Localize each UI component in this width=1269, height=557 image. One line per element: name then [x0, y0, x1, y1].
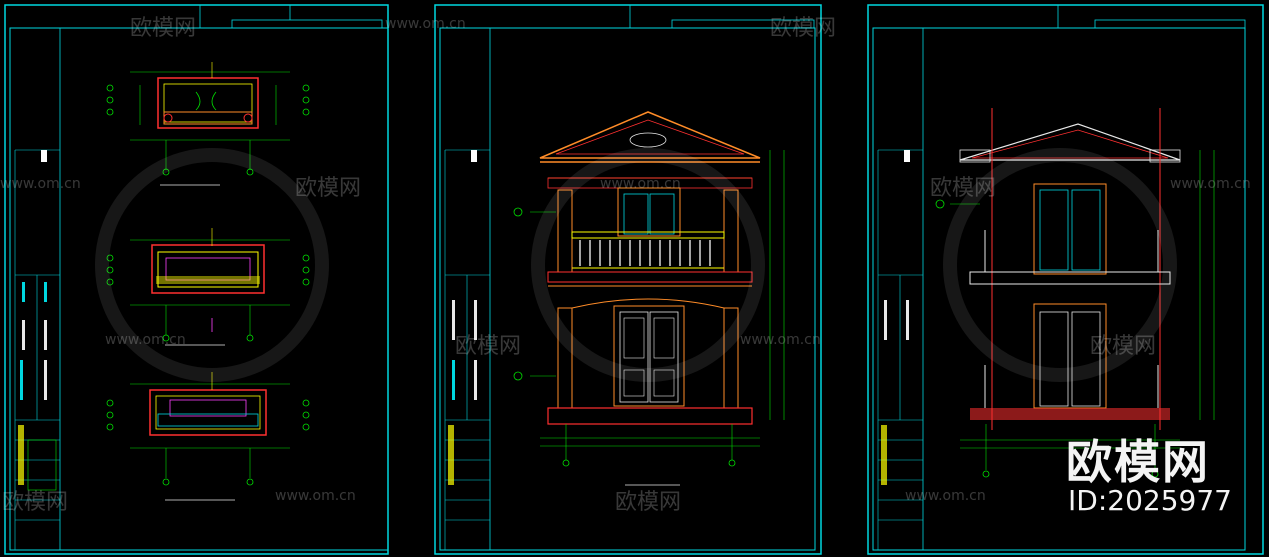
upper-window [617, 187, 681, 237]
watermark-url: www.om.cn [740, 332, 821, 348]
watermark-brand: 欧模网 [615, 490, 682, 515]
watermark-brand: 欧模网 [455, 334, 522, 359]
watermark-url: www.om.cn [905, 488, 986, 504]
section-sheet [867, 4, 1264, 555]
watermark-url: www.om.cn [105, 332, 186, 348]
watermark-id: ID:2025977 [1068, 484, 1232, 517]
watermark-url: www.om.cn [1170, 176, 1251, 192]
watermark-arcs [95, 148, 1177, 382]
plan-lower [106, 372, 310, 501]
front-door [613, 305, 685, 407]
watermark-brand: 欧模网 [930, 176, 997, 201]
watermark-brand-large: 欧模网 [1066, 435, 1210, 489]
floor-plans-sheet [4, 4, 389, 555]
watermark-brand: 欧模网 [1090, 334, 1157, 359]
watermark-url: www.om.cn [0, 176, 81, 192]
watermark-brand: 欧模网 [130, 16, 197, 41]
section-upper-window [1033, 183, 1107, 275]
watermark-brand: 欧模网 [295, 176, 362, 201]
watermark-url: www.om.cn [275, 488, 356, 504]
watermark-url: www.om.cn [600, 176, 681, 192]
watermark-brand: 欧模网 [770, 16, 837, 41]
plan-middle [106, 228, 310, 346]
balustrade [571, 231, 725, 269]
front-elevation-sheet [434, 4, 822, 555]
watermark-url: www.om.cn [385, 16, 466, 32]
plan-upper [106, 62, 310, 186]
watermark-brand: 欧模网 [2, 490, 69, 515]
section-roof [959, 123, 1181, 163]
pediment [539, 111, 761, 189]
